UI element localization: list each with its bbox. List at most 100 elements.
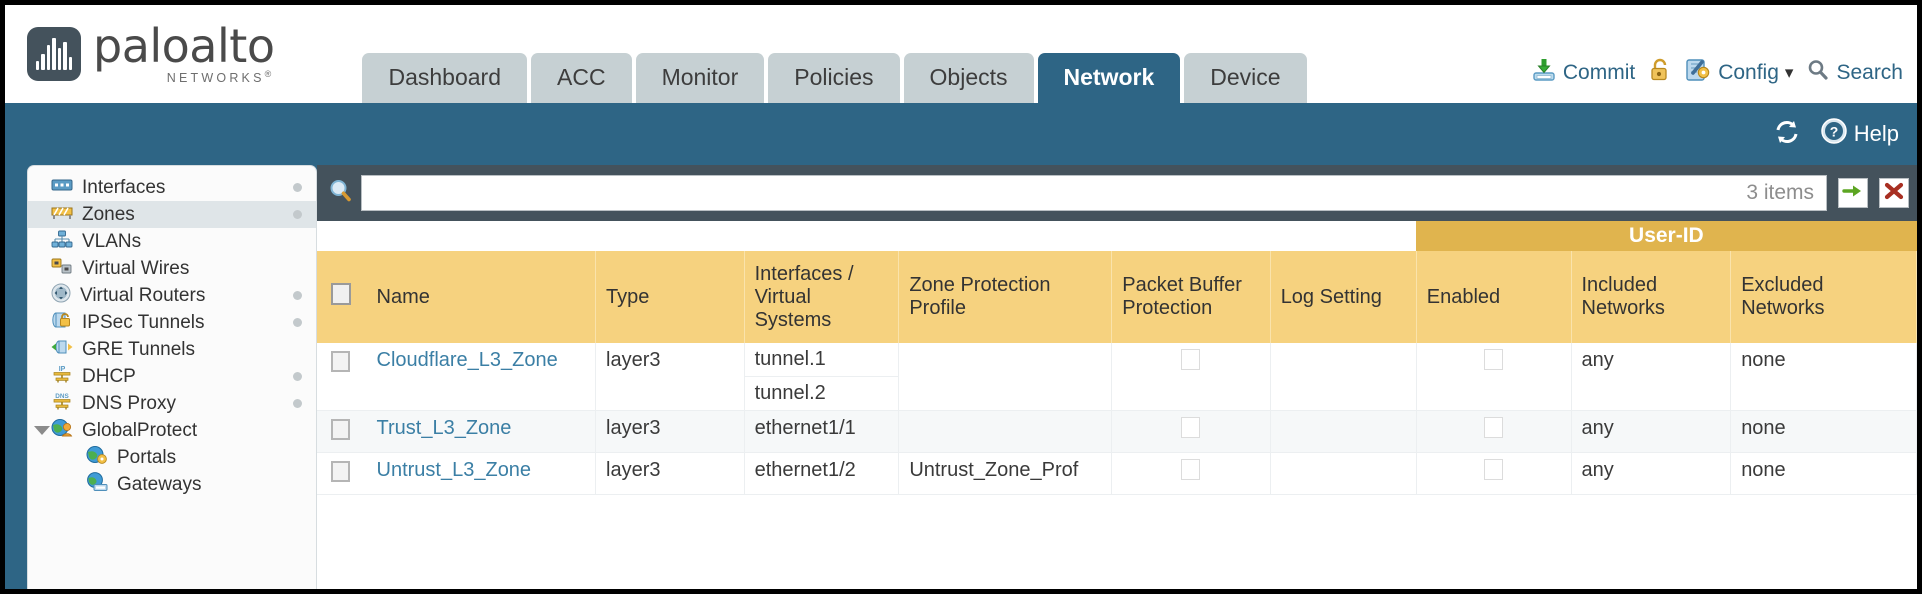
row-select-cell[interactable] [317,452,367,495]
apply-filter-button[interactable] [1838,178,1868,208]
virtual-wires-icon [51,257,73,281]
status-dot [293,291,302,300]
search-button[interactable]: Search [1806,58,1903,88]
select-all-header[interactable] [317,251,367,343]
sidebar-item-globalprotect[interactable]: GlobalProtect [28,417,316,444]
col-header-interfaces[interactable]: Interfaces / Virtual Systems [744,251,900,343]
cell-excluded-networks: none [1730,452,1917,495]
col-header-packet-buffer[interactable]: Packet Buffer Protection [1111,251,1271,343]
status-dot [293,210,302,219]
sidebar-item-interfaces[interactable]: Interfaces [28,174,316,201]
enabled-checkbox[interactable] [1484,349,1504,370]
cell-interfaces: ethernet1/2 [744,452,900,495]
app-body: Interfaces Zones [5,165,1917,589]
tab-dashboard[interactable]: Dashboard [362,53,527,103]
col-header-included-networks[interactable]: Included Networks [1571,251,1732,343]
zone-name-link[interactable]: Cloudflare_L3_Zone [376,349,558,371]
packet-buffer-checkbox[interactable] [1181,349,1201,370]
sidebar-item-dhcp[interactable]: IP DHCP [28,363,316,390]
magnifier-icon[interactable] [327,177,355,210]
col-header-zone-protection[interactable]: Zone Protection Profile [898,251,1113,343]
green-arrow-right-icon [1842,181,1864,206]
row-checkbox[interactable] [331,461,350,482]
gateways-icon [86,471,108,498]
search-input[interactable] [362,176,1747,210]
cell-name[interactable]: Cloudflare_L3_Zone [366,343,597,411]
bars-logo-icon [27,27,81,82]
vlans-icon [51,230,73,254]
packet-buffer-checkbox[interactable] [1181,459,1201,480]
main-tab-bar: Dashboard ACC Monitor Policies Objects N… [362,53,1307,103]
table-row[interactable]: Untrust_L3_Zone layer3 ethernet1/2 Untru… [317,452,1917,495]
tab-device[interactable]: Device [1184,53,1307,103]
enabled-checkbox[interactable] [1484,459,1504,480]
lock-button[interactable] [1648,57,1672,89]
sidebar-item-vlans[interactable]: VLANs [28,228,316,255]
sidebar-item-label: Portals [117,446,177,468]
sidebar-item-ipsec-tunnels[interactable]: IPSec Tunnels [28,309,316,336]
chevron-down-icon[interactable] [34,426,50,435]
row-checkbox[interactable] [331,419,350,440]
sidebar-item-label: Zones [82,203,135,225]
clear-filter-button[interactable] [1879,178,1909,208]
sidebar-item-virtual-wires[interactable]: Virtual Wires [28,255,316,282]
col-header-name[interactable]: Name [366,251,597,343]
sidebar-item-gre-tunnels[interactable]: GRE Tunnels [28,336,316,363]
refresh-icon[interactable] [1772,118,1802,151]
config-menu-button[interactable]: Config ▾ [1685,57,1793,89]
table-group-header-row: User-ID [317,221,1917,251]
cell-packet-buffer[interactable] [1111,410,1271,453]
tab-network[interactable]: Network [1037,53,1181,103]
cell-packet-buffer[interactable] [1111,452,1271,495]
col-header-log-setting[interactable]: Log Setting [1270,251,1417,343]
enabled-checkbox[interactable] [1484,417,1504,438]
sidebar-item-dns-proxy[interactable]: DNS DNS Proxy [28,390,316,417]
sidebar-item-gateways[interactable]: Gateways [28,471,316,498]
tab-monitor[interactable]: Monitor [635,53,765,103]
status-dot [293,318,302,327]
cell-included-networks: any [1571,343,1732,411]
cell-name[interactable]: Trust_L3_Zone [366,410,597,453]
magnifier-icon [1806,58,1830,88]
sidebar-item-label: DHCP [82,365,136,387]
table-row[interactable]: Trust_L3_Zone layer3 ethernet1/1 [317,410,1917,453]
search-label: Search [1836,61,1903,84]
zone-name-link[interactable]: Trust_L3_Zone [376,417,512,439]
packet-buffer-checkbox[interactable] [1181,417,1201,438]
row-select-cell[interactable] [317,343,367,411]
portals-icon [86,445,108,471]
row-checkbox[interactable] [331,351,350,372]
status-dot [293,399,302,408]
tab-policies[interactable]: Policies [768,53,900,103]
sidebar-item-zones[interactable]: Zones [28,201,316,228]
cell-enabled[interactable] [1416,343,1572,411]
sidebar-item-virtual-routers[interactable]: Virtual Routers [28,282,316,309]
select-all-checkbox[interactable] [331,283,351,305]
cell-enabled[interactable] [1416,452,1572,495]
cell-interfaces: ethernet1/1 [744,410,900,453]
table-header-row: Name Type Interfaces / Virtual Systems Z… [317,251,1917,343]
interface-item: tunnel.2 [754,382,826,404]
tab-acc[interactable]: ACC [531,53,632,103]
sidebar-item-label: Virtual Wires [82,257,190,279]
commit-button[interactable]: Commit [1531,57,1635,89]
svg-text:IP: IP [59,366,66,373]
cell-name[interactable]: Untrust_L3_Zone [366,452,597,495]
help-button[interactable]: ? Help [1820,117,1899,151]
sidebar-item-label: IPSec Tunnels [82,311,205,333]
row-select-cell[interactable] [317,410,367,453]
cell-packet-buffer[interactable] [1111,343,1271,411]
sidebar-item-portals[interactable]: Portals [28,444,316,471]
cell-excluded-networks: none [1730,410,1917,453]
zone-name-link[interactable]: Untrust_L3_Zone [376,459,532,481]
filter-toolbar: 3 items [317,173,1917,213]
cell-type: layer3 [595,452,745,495]
cell-excluded-networks: none [1730,343,1917,411]
col-header-type[interactable]: Type [595,251,745,343]
tab-objects[interactable]: Objects [903,53,1034,103]
col-header-excluded-networks[interactable]: Excluded Networks [1730,251,1917,343]
search-field-wrapper[interactable]: 3 items [361,175,1827,211]
cell-enabled[interactable] [1416,410,1572,453]
table-row[interactable]: Cloudflare_L3_Zone layer3 tunnel.1 tunne… [317,343,1917,411]
col-header-enabled[interactable]: Enabled [1416,251,1572,343]
